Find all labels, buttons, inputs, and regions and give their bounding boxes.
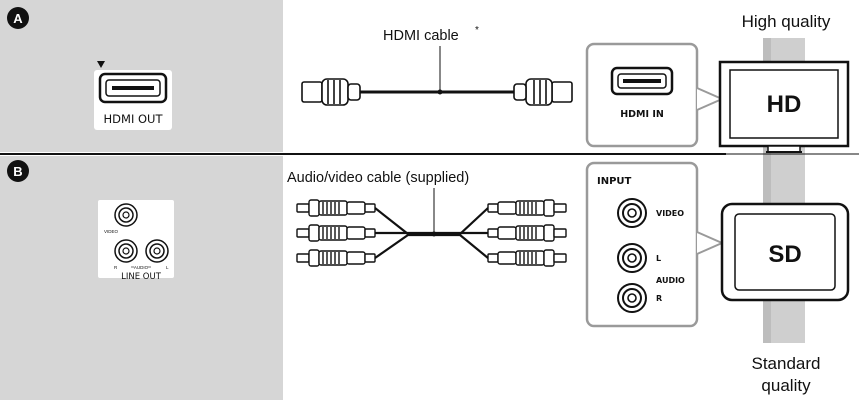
- input-l-jack-icon: [617, 243, 647, 273]
- hdmi-in-port: HDMI IN: [585, 42, 699, 148]
- av-cable-left-plugs: [296, 199, 376, 267]
- input-audio-label: AUDIO: [656, 276, 685, 285]
- tv-input-panel: INPUT VIDEO L AUDIO R: [585, 161, 699, 328]
- player-audio-label: AUDIO: [134, 265, 149, 270]
- rca-plug-right-bottom: [487, 249, 567, 267]
- av-cable-right-plugs: [487, 199, 567, 267]
- video-jack-icon: [114, 203, 138, 227]
- callout-wedge-b: [696, 231, 725, 255]
- input-video-jack-icon: [617, 198, 647, 228]
- rca-plug-left-middle: [296, 224, 376, 242]
- input-video-label: VIDEO: [656, 209, 684, 218]
- rca-plug-right-middle: [487, 224, 567, 242]
- input-r-label: R: [656, 294, 662, 303]
- hdmi-out-port: HDMI OUT: [94, 61, 172, 130]
- badge-a: A: [7, 7, 29, 29]
- badge-b-letter: B: [13, 164, 22, 179]
- arrow-down-icon: [97, 61, 105, 68]
- input-r-jack-icon: [617, 283, 647, 313]
- line-out-label: LINE OUT: [121, 272, 162, 282]
- rca-plug-left-bottom: [296, 249, 376, 267]
- player-video-label: VIDEO: [104, 229, 119, 234]
- callout-wedge-a: [696, 87, 725, 111]
- line-out-port: VIDEO R AUDIO L LINE OUT: [98, 200, 174, 282]
- audio-r-jack-icon: [114, 239, 138, 263]
- player-l-label: L: [166, 265, 169, 270]
- rca-plug-right-top: [487, 199, 567, 217]
- hd-tv-text: HD: [767, 91, 802, 118]
- standard-quality-line1: Standard: [752, 354, 821, 373]
- badge-a-letter: A: [13, 11, 23, 26]
- av-cable-wires: [374, 207, 489, 259]
- standard-quality-line2: quality: [761, 376, 811, 395]
- hdmi-cable: [301, 78, 573, 106]
- input-title: INPUT: [597, 176, 632, 187]
- audio-l-jack-icon: [145, 239, 169, 263]
- hdmi-in-label: HDMI IN: [620, 109, 664, 120]
- av-cable-label: Audio/video cable (supplied): [287, 170, 469, 186]
- quality-bar-shade: [763, 38, 771, 343]
- hdmi-out-label: HDMI OUT: [104, 112, 164, 126]
- high-quality-label: High quality: [742, 12, 831, 31]
- hdmi-cable-label: HDMI cable: [383, 28, 459, 44]
- input-l-label: L: [656, 254, 661, 263]
- rca-plug-left-top: [296, 199, 376, 217]
- sd-tv-text: SD: [768, 241, 801, 268]
- sd-tv: SD: [720, 202, 850, 302]
- badge-b: B: [7, 160, 29, 182]
- hdmi-cable-asterisk: *: [475, 25, 479, 36]
- player-r-label: R: [114, 265, 118, 270]
- hd-tv: HD: [718, 60, 850, 153]
